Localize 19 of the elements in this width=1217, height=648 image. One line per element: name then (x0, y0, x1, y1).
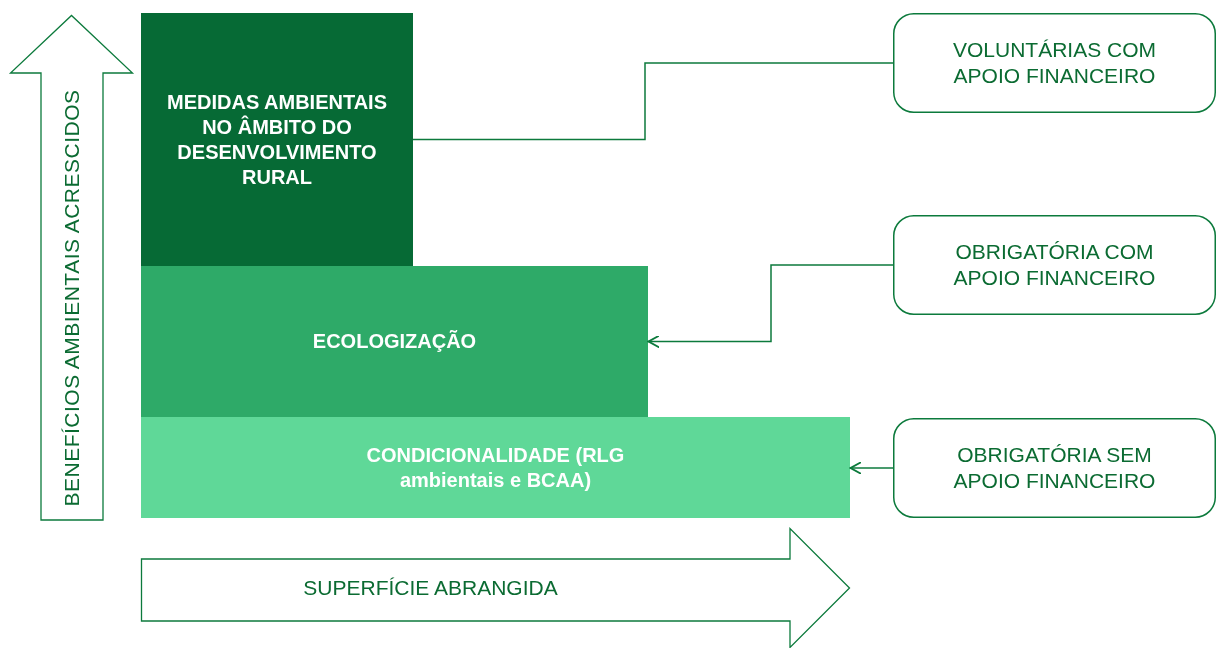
connector (647, 264, 894, 349)
axis-label: BENEFÍCIOS AMBIENTAIS ACRESCIDOS (58, 89, 84, 506)
rounded-box (893, 418, 1216, 518)
connector (849, 461, 894, 475)
block-label: CONDICIONALIDADE (RLG ambientais e BCAA) (365, 442, 626, 493)
block-arrow (10, 15, 133, 520)
axis-label: SUPERFÍCIE ABRANGIDA (303, 574, 558, 601)
box-label: VOLUNTÁRIAS COM APOIO FINANCEIRO (952, 36, 1157, 89)
block-label: ECOLOGIZAÇÃO (312, 329, 477, 354)
box-label: OBRIGATÓRIA COM APOIO FINANCEIRO (952, 238, 1157, 291)
level-block (141, 417, 850, 518)
level-block (141, 266, 648, 417)
block-arrow (141, 528, 850, 648)
rounded-box (893, 13, 1216, 113)
connector (412, 62, 894, 141)
rounded-box (893, 215, 1216, 315)
level-block (141, 13, 413, 266)
block-label: MEDIDAS AMBIENTAIS NO ÂMBITO DO DESENVOLVIMENTO RURAL (166, 89, 388, 190)
box-label: OBRIGATÓRIA SEM APOIO FINANCEIRO (952, 441, 1157, 494)
